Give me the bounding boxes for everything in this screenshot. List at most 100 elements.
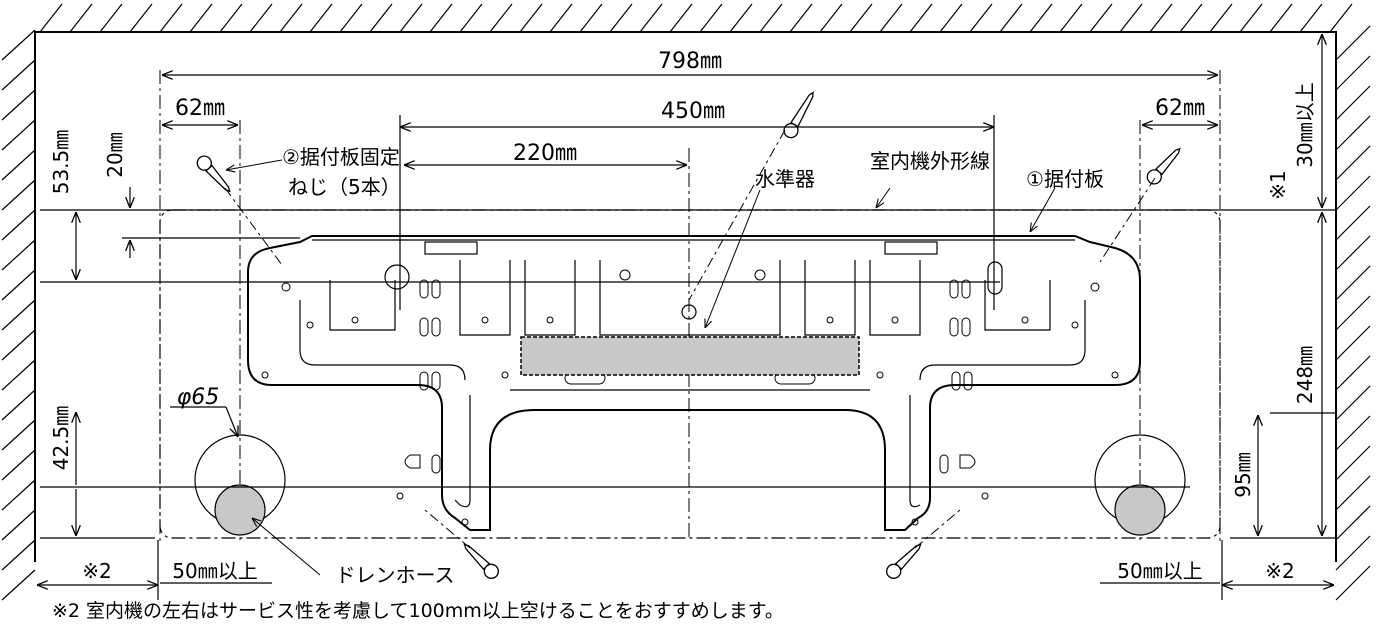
wall-hatch-left [1,59,36,91]
dim-top-offset: 53.5㎜ [49,130,73,195]
wall-hatch-top [1209,3,1233,33]
wall-hatch-right [1335,535,1371,571]
wall-hatch-top [1299,3,1323,33]
mounting-plate [247,235,1141,531]
wall-hatch-right [1335,355,1371,391]
leader-lines [226,159,1056,576]
wall-hatch-top [1179,3,1203,33]
wall-hatch-top [399,3,423,33]
wall-hatch-top [729,3,753,33]
wall-hatch-left [1,89,36,121]
dim-top-clearance: 30㎜以上 [1293,82,1317,167]
footnote-text: ※2 室内機の左右はサービス性を考慮して100mm以上空けることをおすすめします… [52,600,784,622]
dim-right-margin: 62㎜ [1155,96,1205,121]
wall-hatch-left [1,269,36,301]
wall-hatch-top [249,3,273,33]
wall-hatch-top [369,3,393,33]
wall-hatch-right [1335,325,1371,361]
label-fixing-screw-2: ねじ（5本） [288,175,401,199]
wall-hatch-right [1335,295,1371,331]
label-note-mark-2-right: ※2 [1265,559,1294,583]
label-note-mark-2-left: ※2 [82,559,111,583]
label-mounting-plate: ①据付板 [1026,167,1104,191]
dim-plate-span: 450㎜ [661,99,725,124]
label-drain-hose: ドレンホース [336,563,455,587]
wall-hatch-top [1149,3,1173,33]
wall-hatch-right [1335,55,1371,91]
wall-hatch-top [759,3,783,33]
wall-hatch-left [1,539,36,571]
wall-hatch-left [1,389,36,421]
dim-small-offset: 20㎜ [103,132,127,177]
wall-hatch-top [669,3,693,33]
wall-hatch-right [1335,445,1371,481]
wall-hatch-top [969,3,993,33]
dim-hole-height-right: 95㎜ [1231,452,1255,497]
label-fixing-screw-1: ②据付板固定 [282,145,400,169]
wall-hatch-top [999,3,1023,33]
wall-hatch-right [1335,25,1371,61]
screw-guide-lines [224,129,1156,549]
dim-half-span: 220㎜ [513,141,577,166]
dim-overall-width: 798㎜ [658,49,722,74]
wall-hatch-left [1,209,36,241]
wall-hatch-top [279,3,303,33]
wall-hatch-top [699,3,723,33]
wall-hatch-top [819,3,843,33]
wall-hatch-right [1335,205,1371,241]
dim-unit-height: 248㎜ [1293,346,1317,404]
wall-hatch-right [1335,265,1371,301]
wall-hatch-left [1,419,36,451]
wall-hatch-top [159,3,183,33]
wall-hatch-right [1335,235,1371,271]
wall-hatch-top [129,3,153,33]
wall-hatch-top [909,3,933,33]
wall-hatch-right [1335,415,1371,451]
wall-hatch-right [1335,475,1371,511]
level-gauge [520,336,860,376]
wall-hatch-right [1335,565,1371,601]
wall-hole-right [1094,434,1186,536]
dim-left-margin: 62㎜ [175,96,225,121]
wall-hatch-right [1335,145,1371,181]
wall-hatch-top [519,3,543,33]
wall-hatch-left [1,479,36,511]
wall-hatch-top [789,3,813,33]
dim-side-clearance-right: 50㎜以上 [1117,559,1202,583]
wall-hatch-top [549,3,573,33]
wall-hatch-top [1269,3,1293,33]
wall-hatch-top [189,3,213,33]
wall-outline [34,31,1337,562]
wall-hatch-left [1,149,36,181]
wall-hatch-top [1029,3,1053,33]
wall-hatch-top [99,3,123,33]
wall-hatch-top [219,3,243,33]
wall-hatch-top [309,3,333,33]
wall-hatch-top [1239,3,1263,33]
wall-hatch-top [1059,3,1083,33]
wall-hatch-left [1,569,36,601]
wall-hatch-top [1119,3,1143,33]
center-lines [159,70,1221,545]
dimension-lines [37,34,1336,600]
wall-hatch-left [1,179,36,211]
label-note-mark-1: ※1 [1266,170,1290,199]
wall-hatching [1,3,1371,601]
wall-hatch-left [1,299,36,331]
wall-hatch-right [1335,175,1371,211]
wall-hatch-left [1,329,36,361]
wall-hatch-top [339,3,363,33]
wall-hatch-left [1,509,36,541]
wall-hatch-right [1335,115,1371,151]
wall-hatch-right [1335,385,1371,421]
wall-hatch-left [1,359,36,391]
wall-hatch-top [609,3,633,33]
wall-hatch-top [429,3,453,33]
label-level: 水準器 [755,167,815,191]
wall-hatch-top [1089,3,1113,33]
wall-hatch-top [849,3,873,33]
wall-hatch-left [1,449,36,481]
wall-hatch-right [1335,85,1371,121]
dim-hole-diameter: φ65 [177,385,220,410]
